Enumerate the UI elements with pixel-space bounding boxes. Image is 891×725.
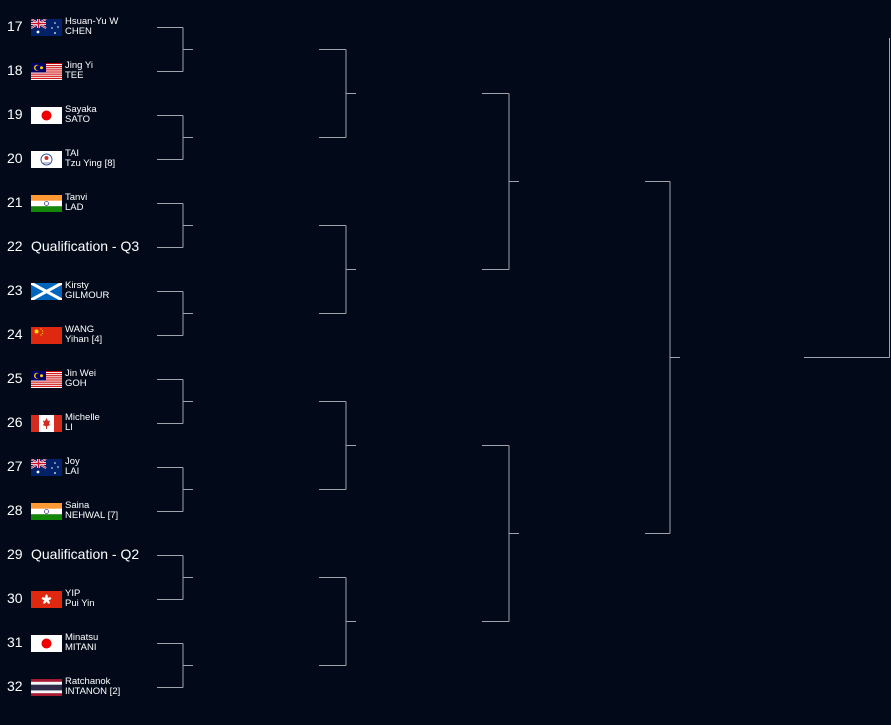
malaysia-flag-icon [31, 63, 62, 80]
player-first-name: YIP [65, 588, 81, 599]
draw-position: 23 [7, 282, 23, 298]
player-last-name: Tzu Ying [8] [65, 158, 116, 169]
player-last-name: TEE [65, 70, 84, 81]
draw-position: 24 [7, 326, 23, 342]
player-first-name: WANG [65, 324, 95, 335]
player-last-name: NEHWAL [7] [65, 510, 119, 521]
chinese-taipei-flag-icon [31, 151, 62, 168]
player-first-name: Minatsu [65, 632, 99, 643]
player-first-name: Michelle [65, 412, 100, 423]
player-last-name: GILMOUR [65, 290, 110, 301]
bracket-entry[interactable]: 22 Qualification - Q3 [0, 232, 160, 262]
draw-position: 31 [7, 634, 23, 650]
player-last-name: LAI [65, 466, 80, 477]
draw-position: 29 [7, 546, 23, 562]
draw-position: 25 [7, 370, 23, 386]
draw-position: 32 [7, 678, 23, 694]
player-last-name: CHEN [65, 26, 92, 37]
qualifier-placeholder: Qualification - Q2 [31, 546, 140, 562]
player-first-name: Ratchanok [65, 676, 111, 687]
player-last-name: LAD [65, 202, 84, 213]
hong-kong-flag-icon [31, 591, 62, 608]
bracket-entry[interactable]: 29 Qualification - Q2 [0, 540, 160, 570]
draw-position: 18 [7, 62, 23, 78]
qualifier-placeholder: Qualification - Q3 [31, 238, 140, 254]
australia-flag-icon [31, 459, 62, 476]
player-first-name: Jing Yi [65, 60, 93, 71]
player-last-name: SATO [65, 114, 90, 125]
player-first-name: Tanvi [65, 192, 88, 203]
player-last-name: GOH [65, 378, 87, 389]
draw-position: 26 [7, 414, 23, 430]
japan-flag-icon [31, 635, 62, 652]
draw-position: 30 [7, 590, 23, 606]
draw-position: 22 [7, 238, 23, 254]
player-first-name: Sayaka [65, 104, 97, 115]
player-last-name: LI [65, 422, 73, 433]
india-flag-icon [31, 503, 62, 520]
player-last-name: MITANI [65, 642, 97, 653]
china-flag-icon [31, 327, 62, 344]
draw-position: 21 [7, 194, 23, 210]
thailand-flag-icon [31, 679, 62, 696]
india-flag-icon [31, 195, 62, 212]
canada-flag-icon [31, 415, 62, 432]
player-first-name: Jin Wei [65, 368, 96, 379]
player-last-name: Pui Yin [65, 598, 95, 609]
japan-flag-icon [31, 107, 62, 124]
scotland-flag-icon [31, 283, 62, 300]
australia-flag-icon [31, 19, 62, 36]
draw-position: 17 [7, 18, 23, 34]
player-last-name: INTANON [2] [65, 686, 121, 697]
player-first-name: Hsuan-Yu W [65, 16, 119, 27]
player-last-name: Yihan [4] [65, 334, 103, 345]
draw-position: 19 [7, 106, 23, 122]
malaysia-flag-icon [31, 371, 62, 388]
player-first-name: Kirsty [65, 280, 89, 291]
draw-position: 28 [7, 502, 23, 518]
player-first-name: Joy [65, 456, 80, 467]
player-first-name: TAI [65, 148, 80, 159]
draw-position: 20 [7, 150, 23, 166]
player-first-name: Saina [65, 500, 90, 511]
draw-position: 27 [7, 458, 23, 474]
